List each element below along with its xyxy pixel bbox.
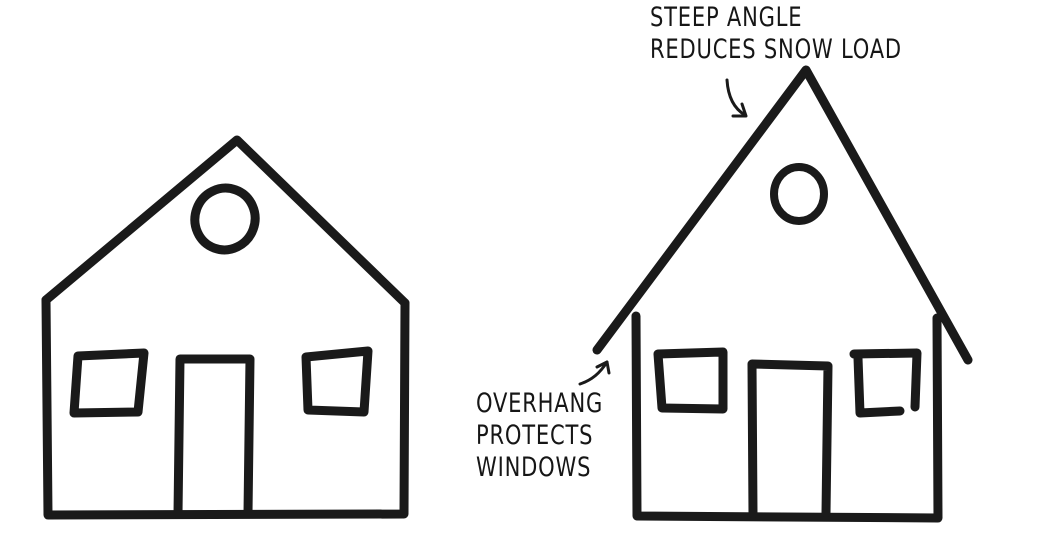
overhang-line-1: OVERHANG — [476, 388, 604, 419]
steep-angle-arrow-icon — [725, 78, 748, 118]
standard-house-roof — [41, 135, 410, 308]
improved-house-right-window — [849, 348, 922, 418]
steep-angle-line-1: STEEP ANGLE — [650, 2, 803, 33]
standard-house-door — [173, 354, 255, 519]
standard-house-round-window — [190, 183, 260, 255]
standard-house-walls — [41, 295, 410, 520]
improved-house-door — [747, 359, 833, 519]
standard-house — [41, 135, 410, 520]
overhang-annotation: OVERHANG PROTECTS WINDOWS — [476, 388, 603, 484]
overhang-arrow-icon — [578, 360, 611, 386]
improved-house-round-window — [770, 163, 828, 225]
standard-house-right-window — [301, 346, 373, 417]
standard-house-left-window — [69, 348, 149, 418]
improved-house — [592, 65, 973, 523]
overhang-line-2: PROTECTS — [476, 419, 594, 451]
improved-house-roof — [592, 65, 973, 365]
steep-angle-line-2: REDUCES SNOW LOAD — [650, 33, 902, 65]
steep-angle-annotation: STEEP ANGLE REDUCES SNOW LOAD — [650, 2, 902, 66]
overhang-line-3: WINDOWS — [476, 451, 592, 483]
improved-house-left-window — [653, 347, 728, 414]
improved-house-walls — [631, 311, 943, 523]
